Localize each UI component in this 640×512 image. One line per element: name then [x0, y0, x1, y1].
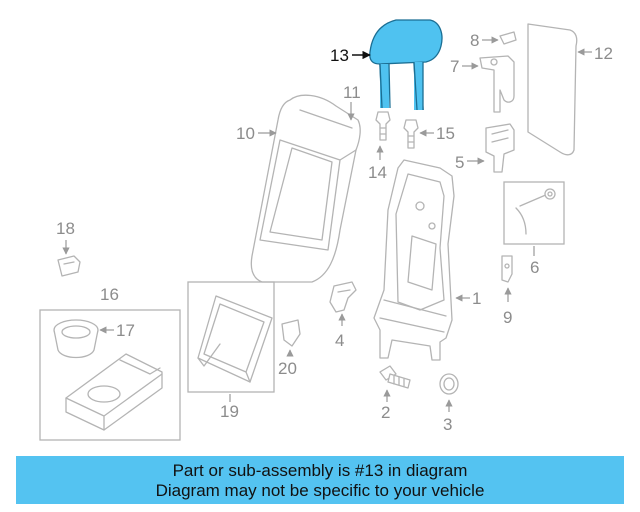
- clip-part-9[interactable]: [501, 255, 513, 283]
- panel-part-12[interactable]: [527, 23, 578, 156]
- callout-2: 2: [381, 403, 390, 422]
- callout-10: 10: [236, 124, 255, 143]
- callout-14: 14: [368, 163, 387, 182]
- banner-line-2: Diagram may not be specific to your vehi…: [155, 481, 485, 500]
- latch-part-5[interactable]: [485, 123, 515, 173]
- callout-18: 18: [56, 219, 75, 238]
- bracket-part-18[interactable]: [57, 255, 81, 277]
- panel-frame-part-19[interactable]: [197, 295, 273, 383]
- headrest-part-13[interactable]: [369, 19, 443, 111]
- callout-1: 1: [472, 289, 481, 308]
- part-16-box: [39, 309, 181, 441]
- callout-12: 12: [594, 44, 613, 63]
- callout-4: 4: [335, 331, 344, 350]
- callout-7: 7: [450, 57, 459, 76]
- callout-20: 20: [278, 359, 297, 378]
- bolt-part-2[interactable]: [379, 365, 411, 389]
- callout-19: 19: [220, 402, 239, 421]
- armrest-part-16[interactable]: [65, 353, 163, 431]
- rod-part-6[interactable]: [515, 188, 556, 235]
- banner-line-1: Part or sub-assembly is #13 in diagram: [172, 461, 468, 480]
- guide-part-15[interactable]: [403, 119, 419, 149]
- bracket-part-4[interactable]: [329, 281, 357, 313]
- callout-11: 11: [343, 83, 361, 102]
- callout-6: 6: [530, 258, 539, 277]
- part-19-box: [187, 281, 275, 393]
- seat-back-frame-part-1[interactable]: [373, 159, 455, 361]
- bracket-part-7[interactable]: [479, 55, 515, 113]
- callout-15: 15: [436, 124, 455, 143]
- seat-back-cushion-part-10[interactable]: [250, 94, 361, 283]
- callout-9: 9: [503, 308, 512, 327]
- callout-8: 8: [470, 31, 479, 50]
- callout-17: 17: [116, 321, 135, 340]
- callout-13: 13: [330, 46, 349, 65]
- parts-diagram: 13 10 11 14 15 8 7 12: [39, 19, 613, 441]
- info-banner: Part or sub-assembly is #13 in diagram D…: [16, 456, 624, 504]
- cap-part-3[interactable]: [439, 373, 459, 395]
- cup-holder-part-17[interactable]: [53, 319, 99, 359]
- clip-part-20[interactable]: [281, 319, 301, 347]
- callout-3: 3: [443, 415, 452, 434]
- part-6-box: [503, 181, 565, 245]
- guide-part-14[interactable]: [375, 111, 391, 141]
- callout-5: 5: [455, 153, 464, 172]
- clip-part-8[interactable]: [499, 31, 517, 45]
- callout-16: 16: [100, 285, 119, 304]
